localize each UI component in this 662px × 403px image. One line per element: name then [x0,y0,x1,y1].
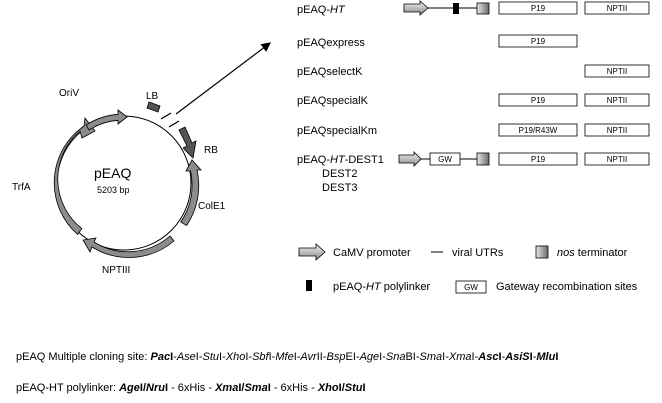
rb-label: RB [204,145,218,156]
lb-border-element [146,101,161,113]
oriv-label: OriV [59,88,79,99]
mcs-caption: pEAQ Multiple cloning site: PacI-AseI-St… [16,351,558,363]
nptii-box [584,1,650,15]
restriction-site: XmaI [448,351,475,363]
lb-label: LB [146,91,159,102]
restriction-site: AsiSI [505,351,533,363]
legend-terminator-block [535,245,549,259]
construct-name: pEAQspecialKm [297,125,377,137]
ht-polylinker-sites: AgeI/NruI - 6xHis - XmaI/SmaI - 6xHis - … [119,382,366,394]
plasmid-size: 5203 bp [97,185,130,195]
nptiii-label: NPTIII [102,265,130,276]
nptii-box [584,64,650,78]
nptii-box [584,123,650,137]
legend-terminator-label: nos terminator [557,247,628,259]
construct-name-dest3: DEST3 [322,182,357,194]
restriction-site: AgeI [359,351,383,363]
promoter-arrow [403,0,429,16]
legend-gw-box [455,280,487,294]
legend-polylinker-label: pEAQ-HT polylinker [333,281,431,293]
restriction-site: XhoI [225,351,249,363]
nptii-box [584,93,650,107]
p19-box [498,1,578,15]
legend-gateway-label: Gateway recombination sites [496,281,638,293]
restriction-site: SmaI [244,382,271,394]
legend-gw-box-label: GW [464,283,478,292]
gw-box-label: GW [438,155,452,164]
construct-name: pEAQexpress [297,37,365,49]
gw-box [429,152,461,166]
nptii-box-label: NPTII [607,126,627,135]
legend-promoter-arrow [298,243,326,261]
restriction-site: AseI [176,351,199,363]
restriction-site: SbfI [252,351,272,363]
mcs-tick [168,120,180,128]
mcs-tick [160,112,172,120]
nptii-box-label: NPTII [607,96,627,105]
restriction-site: StuI [202,351,223,363]
restriction-site: NruI [146,382,169,394]
nptiii-gene-arrow [82,235,175,258]
restriction-site: AvrII [300,351,323,363]
polylinker-block [453,3,459,14]
restriction-site: MluI [536,351,559,363]
p19-box [498,93,578,107]
p19-box-label: P19 [531,155,546,164]
restriction-site: XhoI [317,382,342,394]
plasmid-name: pEAQ [94,165,131,181]
terminator-block [476,2,490,15]
mcs-label: pEAQ Multiple cloning site: [16,351,151,363]
restriction-site: SnaBI [385,351,416,363]
p19-box-label: P19 [531,37,546,46]
construct-name: pEAQ-HT [297,4,346,16]
oriv-gene-arrow [85,109,128,131]
mcs-site-list: PacI-AseI-StuI-XhoI-SbfI-MfeI-AvrII-BspE… [150,351,559,363]
ht-polylinker-caption: pEAQ-HT polylinker: AgeI/NruI - 6xHis - … [16,382,366,394]
restriction-site: AscI [478,351,502,363]
cole1-label: ColE1 [198,201,226,212]
p19-r43w-box-label: P19/R43W [519,126,558,135]
dest-cassette: GW [398,151,490,167]
restriction-site: AgeI [119,382,143,394]
restriction-site: PacI [150,351,174,363]
restriction-site: XmaI [215,382,242,394]
ht-polylinker-label: pEAQ-HT polylinker: [16,382,120,394]
construct-name-dest2: DEST2 [322,168,357,180]
rb-border-arrow [178,126,197,159]
legend-promoter-label: CaMV promoter [333,247,411,259]
construct-name: pEAQselectK [297,66,363,78]
restriction-site: StuI [344,382,366,394]
construct-list: pEAQ-HT P19 NPTII pEAQexpress P19 pEAQse… [297,0,650,194]
nptii-box-label: NPTII [607,67,627,76]
trfa-label: TrfA [12,182,31,193]
p19-box [498,152,578,166]
nptii-box-label: NPTII [607,155,627,164]
restriction-site: BspEI [326,351,356,363]
trfa-gene-arrow [53,116,96,236]
nptii-box-label: NPTII [607,4,627,13]
terminator-block [476,152,490,166]
construct-name: pEAQspecialK [297,95,369,107]
restriction-site: MfeI [275,351,297,363]
construct-name: pEAQ-HT-DEST1 [297,154,384,166]
ht-cassette [403,0,490,16]
cole1-origin-arrow [180,159,202,227]
promoter-arrow [398,151,422,167]
plasmid-map: pEAQ 5203 bp OriV LB RB TrfA ColE1 NPTII… [12,42,271,276]
p19-box-label: P19 [531,96,546,105]
mcs-pointer-arrow [175,42,271,115]
p19-box [498,34,578,48]
p19-r43w-box [498,123,578,137]
nptii-box [584,152,650,166]
p19-box-label: P19 [531,4,546,13]
legend: CaMV promoter viral UTRs nos terminator … [298,243,638,294]
legend-polylinker-block [306,280,312,291]
restriction-site: SmaI [419,351,446,363]
legend-utr-label: viral UTRs [452,247,504,259]
